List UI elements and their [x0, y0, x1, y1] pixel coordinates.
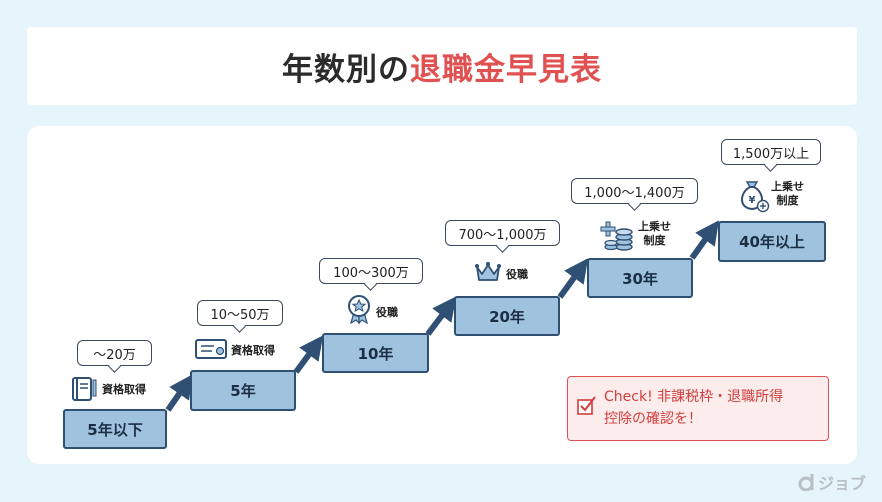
- title-main: 年数別の: [282, 51, 410, 88]
- amount-bubble-2: 10〜50万: [197, 300, 283, 326]
- step-box-4: 20年: [454, 296, 560, 336]
- title-accent: 退職金早見表: [410, 51, 602, 88]
- coins-plus-icon: [600, 221, 633, 251]
- step-box-2: 5年: [190, 370, 296, 411]
- amount-bubble-4: 700〜1,000万: [445, 220, 560, 246]
- amount-bubble-5: 1,000〜1,400万: [571, 178, 698, 204]
- step-box-1: 5年以下: [63, 409, 167, 449]
- step-note-6-line1: 上乗せ: [771, 180, 804, 193]
- arrow-1: [165, 374, 193, 412]
- step-note-5: 上乗せ 制度: [638, 220, 671, 248]
- logo-mark-icon: [798, 474, 814, 491]
- title-card: 年数別の退職金早見表: [27, 27, 857, 105]
- money-bag-icon: ¥: [741, 181, 770, 213]
- handbook-icon: [72, 377, 97, 401]
- svg-text:¥: ¥: [749, 195, 756, 206]
- certificate-icon: [195, 339, 227, 359]
- check-text: Check! 非課税枠・退職所得 控除の確認を！: [604, 386, 824, 430]
- logo-text: ジョブ: [817, 474, 866, 493]
- checkbox-icon: [577, 396, 596, 415]
- step-note-5-line1: 上乗せ: [638, 220, 671, 233]
- amount-bubble-1: 〜20万: [77, 340, 152, 366]
- step-note-5-line2: 制度: [643, 234, 666, 247]
- arrow-2: [293, 335, 324, 374]
- step-note-4: 役職: [506, 268, 528, 281]
- amount-bubble-3: 100〜300万: [319, 258, 423, 284]
- step-note-6: 上乗せ 制度: [771, 180, 804, 208]
- step-box-3: 10年: [322, 333, 429, 373]
- check-line-1: Check! 非課税枠・退職所得: [604, 389, 784, 405]
- arrow-4: [557, 258, 589, 299]
- step-note-3: 役職: [376, 306, 398, 319]
- amount-bubble-6: 1,500万以上: [721, 139, 821, 165]
- step-box-5: 30年: [587, 258, 693, 298]
- check-notice: Check! 非課税枠・退職所得 控除の確認を！: [567, 376, 829, 441]
- brand-logo: ジョブ: [798, 470, 866, 494]
- arrow-3: [425, 296, 457, 336]
- arrow-5: [689, 220, 719, 260]
- medal-icon: [348, 295, 370, 324]
- step-note-6-line2: 制度: [776, 194, 799, 207]
- step-box-6: 40年以上: [718, 221, 826, 262]
- step-note-2: 資格取得: [231, 344, 275, 357]
- crown-icon: [475, 262, 501, 281]
- step-note-1: 資格取得: [102, 383, 146, 396]
- check-line-2: 控除の確認を！: [604, 411, 702, 427]
